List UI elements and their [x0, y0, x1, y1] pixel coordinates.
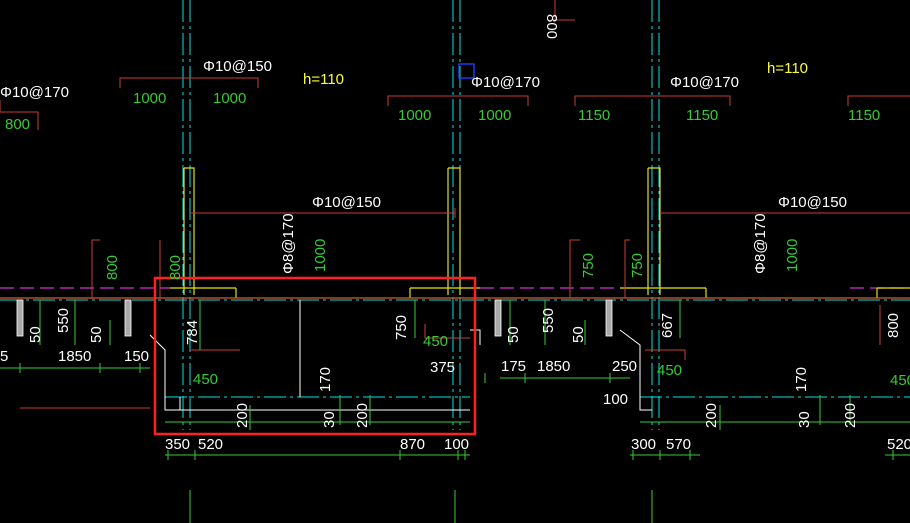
dim-label: 750 [629, 253, 646, 278]
dim-label: 175 [501, 358, 526, 375]
dim-label: 200 [842, 403, 859, 428]
dim-label: 667 [659, 313, 676, 338]
dim-label: 300 [631, 436, 656, 453]
lower-axis-stubs [189, 490, 653, 523]
dim-label: 1850 [58, 348, 91, 365]
post-block [16, 299, 24, 337]
dim-label: 170 [793, 367, 810, 392]
dim-label: 550 [540, 308, 557, 333]
dim-label: 800 [543, 14, 560, 39]
dim-label: 200 [703, 403, 720, 428]
dim-label: 520 [887, 436, 910, 453]
dim-label: 800 [885, 313, 902, 338]
annotation-texts: Φ10@170 Φ10@150 h=110 Φ10@170 Φ10@170 h=… [0, 58, 847, 274]
dim-label: 570 [666, 436, 691, 453]
dim-label: 50 [27, 326, 44, 343]
rebar-label: Φ8@170 [752, 213, 769, 274]
post-block [124, 299, 132, 337]
thickness-label: h=110 [767, 60, 808, 77]
post-blocks [16, 299, 613, 337]
dim-label: 50 [505, 326, 522, 343]
post-block [494, 299, 502, 337]
dim-label: 170 [317, 367, 334, 392]
dim-label: 350 [165, 436, 190, 453]
dim-label: 1150 [578, 107, 610, 124]
dimension-ticks [19, 363, 894, 460]
dim-label: 1000 [398, 107, 431, 124]
dim-label: 1850 [537, 358, 570, 375]
dim-label: 750 [393, 315, 410, 340]
dim-label: 200 [354, 403, 371, 428]
dim-label: 100 [444, 436, 469, 453]
rebar-lines [0, 0, 910, 409]
dim-label: 375 [430, 359, 455, 376]
dim-label: 5 [0, 348, 8, 365]
rebar-label: Φ8@170 [280, 213, 297, 274]
post-block [605, 299, 613, 337]
dim-label: 800 [104, 255, 121, 280]
dimension-texts: 800 1000 1000 1000 1000 1150 1150 1150 8… [0, 14, 910, 453]
dim-label: 784 [184, 320, 201, 345]
dim-label: 1000 [784, 239, 801, 272]
dim-label: 1000 [133, 90, 166, 107]
dim-label: 450 [657, 362, 682, 379]
rebar-label: Φ10@150 [203, 58, 272, 75]
rebar-label: Φ10@150 [312, 194, 381, 211]
dim-label: 200 [234, 403, 251, 428]
rebar-label: Φ10@170 [0, 84, 69, 101]
dim-label: 1000 [478, 107, 511, 124]
dim-label: 450 [193, 371, 218, 388]
dim-label: 150 [124, 348, 149, 365]
foundation-outlines [149, 300, 652, 411]
thickness-label: h=110 [303, 71, 344, 88]
axis-lines [0, 0, 910, 430]
dim-label: 250 [612, 358, 637, 375]
dim-label: 1150 [686, 107, 718, 124]
dim-label: 50 [88, 326, 105, 343]
selection-marker[interactable] [458, 63, 475, 79]
dim-label: 1000 [213, 90, 246, 107]
rebar-label: Φ10@170 [471, 74, 540, 91]
dim-label: 450 [890, 372, 910, 389]
dim-label: 870 [400, 436, 425, 453]
dim-label: 50 [570, 326, 587, 343]
dim-label: 30 [796, 411, 813, 428]
highlight-box[interactable] [153, 276, 477, 436]
dim-label: 450 [423, 333, 448, 350]
dimension-lines [0, 300, 910, 456]
dim-label: 750 [580, 253, 597, 278]
dim-label: 30 [321, 411, 338, 428]
dim-label: 550 [55, 308, 72, 333]
dim-label: 1000 [312, 239, 329, 272]
rebar-label: Φ10@150 [778, 194, 847, 211]
dim-label: 520 [198, 436, 223, 453]
rebar-label: Φ10@170 [670, 74, 739, 91]
dim-label: 800 [167, 255, 184, 280]
dim-label: 800 [5, 116, 30, 133]
dim-label: 100 [603, 391, 628, 408]
dim-label: 1150 [848, 107, 880, 124]
